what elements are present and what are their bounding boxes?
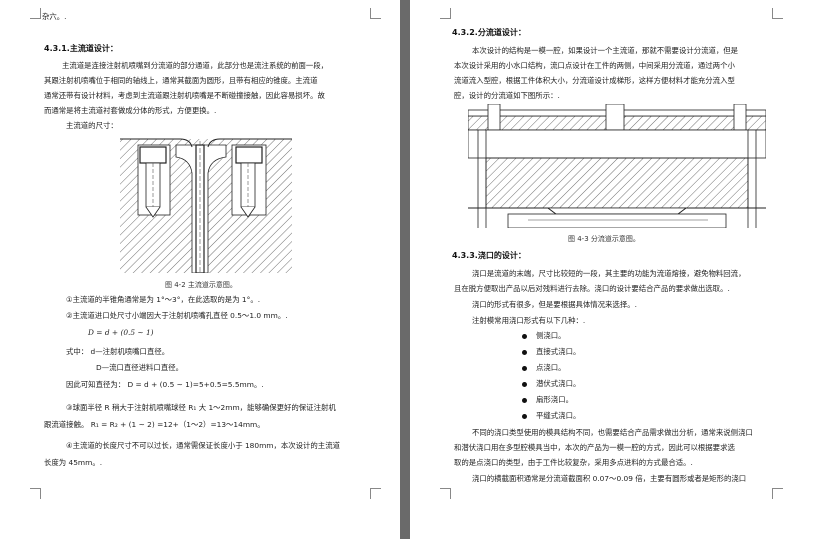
runner-diagram-figure (468, 104, 766, 228)
paragraph-line: 腔，设计的分流道如下图所示：. (454, 91, 560, 100)
bullet-icon (522, 349, 527, 355)
list-item: ①主流道的半锥角通常是为 1°～3°，在此选取的是为 1°。. (66, 295, 261, 304)
bullet-item: 点浇口。 (522, 363, 566, 373)
bullet-item: 潜伏式浇口。 (522, 379, 580, 389)
crop-mark (370, 8, 381, 19)
page-gap (400, 0, 410, 539)
bullet-icon (522, 365, 527, 371)
bullet-item: 扇形浇口。 (522, 395, 573, 405)
bullet-icon (522, 381, 527, 387)
paragraph-line: 通常还带有设计材料，考虑到主流道跟注射机喷嘴是不断碰撞接触，因此容易损坏。故 (44, 91, 325, 100)
paragraph-line: 注射模常用浇口形式有以下几种：. (472, 316, 586, 325)
figure-caption: 图 4-2 主流道示意图。 (165, 281, 237, 289)
crop-mark (772, 488, 783, 499)
crop-mark (440, 488, 451, 499)
section-heading: 4.3.2.分流道设计： (452, 28, 526, 37)
paragraph-line: 流道流入型腔，根据工件体积大小，分流道设计成梯形，这样方便材料才能充分流入型 (454, 76, 735, 85)
crop-mark (30, 8, 41, 19)
bullet-icon (522, 333, 527, 339)
document-page-left: 杂六。. 4.3.1.主流道设计： 主流道是连接注射机喷嘴到分流道的部分通道，此… (0, 0, 400, 539)
section-heading: 4.3.3.浇口的设计： (452, 251, 526, 260)
paragraph-line: 和潜伏浇口用在多型腔模具当中，本次的产品为一模一腔的方式，因此可以根据要求选 (454, 443, 735, 452)
paragraph-line: 而通常是将主流道衬套做成分体的形式，方便更换。. (44, 106, 217, 115)
paragraph-line: 本次设计采用的小水口结构，流口点设计在工件的两侧，中间采用分流道，通过两个小 (454, 61, 735, 70)
section-heading: 4.3.1.主流道设计： (44, 44, 118, 53)
list-item: 跟流道接触。 R₁ = R₂ + (1 ~ 2) =12+（1～2）=13～14… (44, 420, 265, 429)
sprue-diagram-figure (120, 133, 292, 273)
bullet-item: 直接式浇口。 (522, 347, 580, 357)
crop-mark (370, 488, 381, 499)
text-line: 杂六。. (42, 12, 67, 21)
formula-legend: 式中： d—注射机喷嘴口直径。 (66, 347, 170, 356)
bullet-item: 侧浇口。 (522, 331, 566, 341)
paragraph-line: 不同的浇口类型使用的模具结构不同，也需要结合产品需求做出分析，通常来说侧浇口 (472, 428, 753, 437)
paragraph-line: 本次设计的结构是一模一腔，如果设计一个主流道，那就不需要设计分流道，但是 (472, 46, 739, 55)
list-item: ②主流道进口处尺寸小端因大于注射机喷嘴孔直径 0.5～1.0 mm。. (66, 311, 288, 320)
bullet-icon (522, 413, 527, 419)
bullet-icon (522, 397, 527, 403)
paragraph-line: 其跟注射机喷嘴位于相同的轴线上，通常其截面为圆形，且带有相应的锥度。主流道 (44, 76, 318, 85)
paragraph-line: 浇口的形式有很多，但是要根据具体情况来选择。. (472, 300, 637, 309)
formula: D = d + (0.5 ~ 1) (88, 328, 154, 337)
figure-caption: 图 4-3 分流道示意图。 (568, 235, 640, 243)
paragraph-line: 浇口是流道的末端，尺寸比较短的一段，其主要的功能为流道熔接，避免物料回流， (472, 269, 746, 278)
crop-mark (772, 8, 783, 19)
paragraph-line: 浇口的横截面积通常是分流道截面积 0.07～0.09 倍，主要有圆形或者是矩形的… (472, 474, 747, 483)
calculation-line: 因此可知直径为： D = d + (0.5 ~ 1)=5+0.5=5.5mm。. (66, 380, 264, 389)
list-item: ④主流道的长度尺寸不可以过长，通常需保证长度小于 180mm，本次设计的主流道 (66, 441, 340, 450)
paragraph-line: 主流道是连接注射机喷嘴到分流道的部分通道，此部分也是流注系统的前面一段， (62, 61, 329, 70)
list-item: ③球面半径 R 稍大于注射机喷嘴球径 R₁ 大 1～2mm，能够确保更好的保证注… (66, 403, 336, 412)
formula-legend: D—流口直径进料口直径。 (96, 363, 183, 372)
list-item: 长度为 45mm。. (44, 458, 103, 467)
paragraph-line: 且在脱方便取出产品以后对残料进行去除。浇口的设计要结合产品的要求做出选取。. (454, 284, 730, 293)
crop-mark (30, 488, 41, 499)
bullet-item: 平缝式浇口。 (522, 411, 580, 421)
crop-mark (440, 8, 451, 19)
paragraph-line: 取的是点浇口的类型，由于工件比较复杂，采用多点进料的方式最合适。. (454, 458, 693, 467)
document-page-right: 4.3.2.分流道设计： 本次设计的结构是一模一腔，如果设计一个主流道，那就不需… (410, 0, 813, 539)
paragraph-line: 主流道的尺寸： (66, 121, 118, 130)
